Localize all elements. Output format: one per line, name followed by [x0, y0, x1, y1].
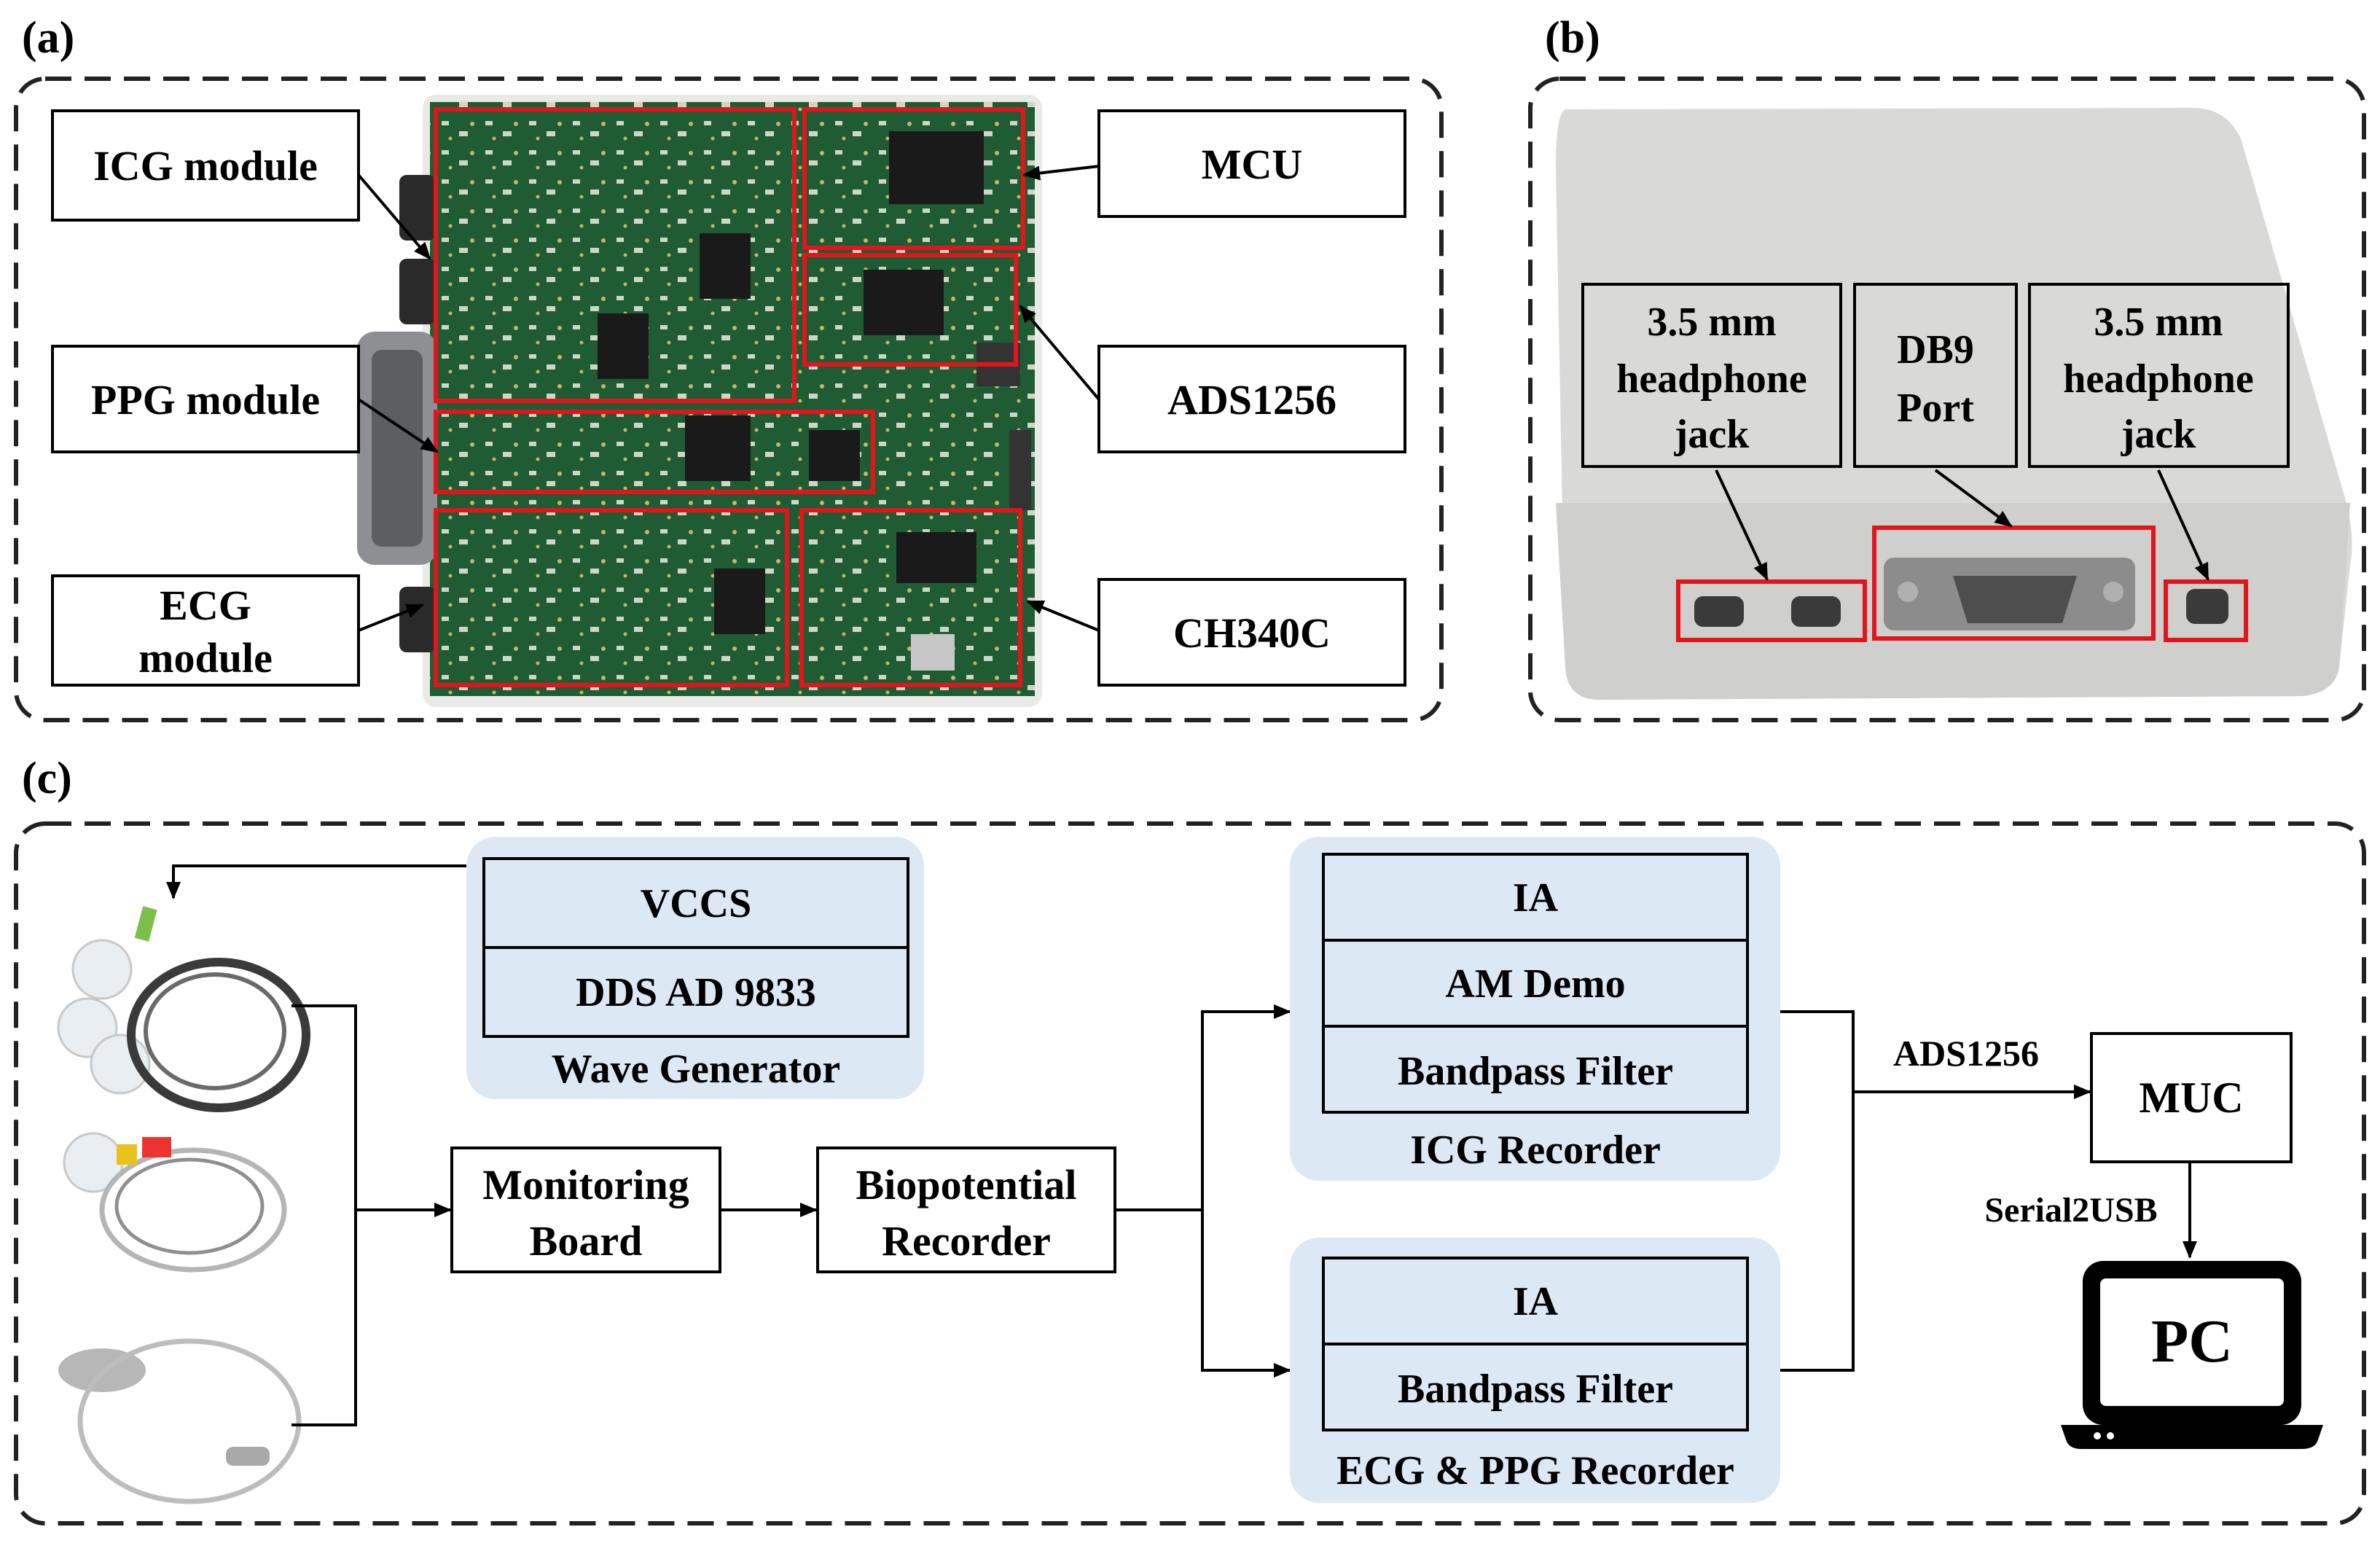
laptop-icon — [2061, 1261, 2323, 1449]
biopotential-recorder-label-l2: Recorder — [882, 1217, 1051, 1265]
jack-right-label-l2: headphone — [2063, 356, 2253, 402]
pc-label: PC — [2151, 1308, 2233, 1375]
icg-module-box — [51, 109, 360, 222]
ecg-electrode-cable — [63, 1132, 287, 1273]
icg-ia-block — [1322, 853, 1749, 942]
sensor-connector-lines — [166, 864, 466, 1426]
panel-a-leaders — [357, 165, 1100, 632]
panel-b-frame — [1528, 77, 2366, 722]
icg-electrode-cable — [57, 906, 310, 1112]
ch340c-label: CH340C — [1173, 609, 1331, 657]
ecg-module-label-line2: module — [138, 634, 273, 681]
panel-a-frame — [14, 77, 1444, 722]
biopotential-recorder-block — [816, 1146, 1116, 1273]
ads1256-box — [1097, 345, 1406, 453]
icg-bandpass-label: Bandpass Filter — [1398, 1049, 1673, 1094]
enclosure-highlights — [1676, 526, 2248, 642]
flow-arrows — [720, 1004, 2197, 1378]
right-jack-region — [2164, 579, 2248, 642]
jack-left-box — [1581, 283, 1842, 468]
monitoring-board-label-l2: Board — [530, 1217, 643, 1265]
panel-label-c: (c) — [22, 754, 72, 803]
mcu-label: MCU — [1202, 141, 1303, 188]
wave-generator-label: Wave Generator — [552, 1047, 841, 1092]
icg-region — [434, 107, 796, 403]
jack-left-label-l1: 3.5 mm — [1647, 300, 1776, 345]
ads1256-region — [802, 253, 1018, 367]
ppg-module-label: PPG module — [91, 376, 320, 423]
ch340c-box — [1097, 578, 1406, 687]
icg-am-demo-label: AM Demo — [1445, 961, 1625, 1007]
db9-label-l1: DB9 — [1897, 327, 1974, 372]
icg-am-demo-block — [1322, 939, 1749, 1028]
ecg-bandpass-label: Bandpass Filter — [1398, 1367, 1673, 1412]
icg-bandpass-block — [1322, 1025, 1749, 1114]
ppg-finger-sensor — [58, 1338, 302, 1504]
ch340c-region — [799, 508, 1022, 687]
serial2usb-label: Serial2USB — [1984, 1191, 2157, 1230]
biopotential-recorder-label-l1: Biopotential — [856, 1161, 1077, 1208]
dds-label: DDS AD 9833 — [576, 970, 816, 1015]
jack-right-label-l1: 3.5 mm — [2094, 300, 2223, 345]
muc-label: MUC — [2139, 1074, 2243, 1122]
jack-left-label-l2: headphone — [1616, 356, 1806, 402]
ecg-ia-block — [1322, 1257, 1749, 1345]
jack-right-box — [2028, 283, 2290, 468]
db9-label-l2: Port — [1897, 386, 1974, 431]
ecg-ppg-recorder-label: ECG & PPG Recorder — [1336, 1448, 1734, 1493]
panel-label-b: (b) — [1545, 13, 1600, 63]
dds-block — [482, 946, 909, 1038]
left-jacks-region — [1676, 579, 1867, 642]
ecg-ia-label: IA — [1513, 1279, 1559, 1324]
panel-label-a: (a) — [22, 13, 74, 63]
db9-box — [1853, 283, 2018, 468]
ecg-region — [434, 508, 789, 687]
icg-recorder-label: ICG Recorder — [1410, 1128, 1661, 1173]
ecg-module-label-line1: ECG — [160, 582, 251, 629]
panel-c-frame — [14, 821, 2366, 1526]
icg-module-label: ICG module — [93, 142, 318, 190]
icg-ia-label: IA — [1513, 875, 1559, 921]
ads1256-label: ADS1256 — [1167, 376, 1336, 423]
jack-left-label-l3: jack — [1674, 412, 1750, 457]
jack-right-label-l3: jack — [2121, 412, 2197, 457]
ecg-bandpass-block — [1322, 1343, 1749, 1431]
ppg-module-box — [51, 345, 360, 453]
mcu-box — [1097, 109, 1406, 218]
ads1256-flow-label: ADS1256 — [1893, 1033, 2039, 1074]
panel-b-leaders — [1715, 469, 2209, 581]
db9-region — [1872, 526, 2156, 641]
monitoring-board-label-l1: Monitoring — [482, 1161, 689, 1208]
vccs-block — [482, 857, 909, 949]
muc-block — [2090, 1032, 2293, 1163]
vccs-label: VCCS — [641, 881, 751, 926]
